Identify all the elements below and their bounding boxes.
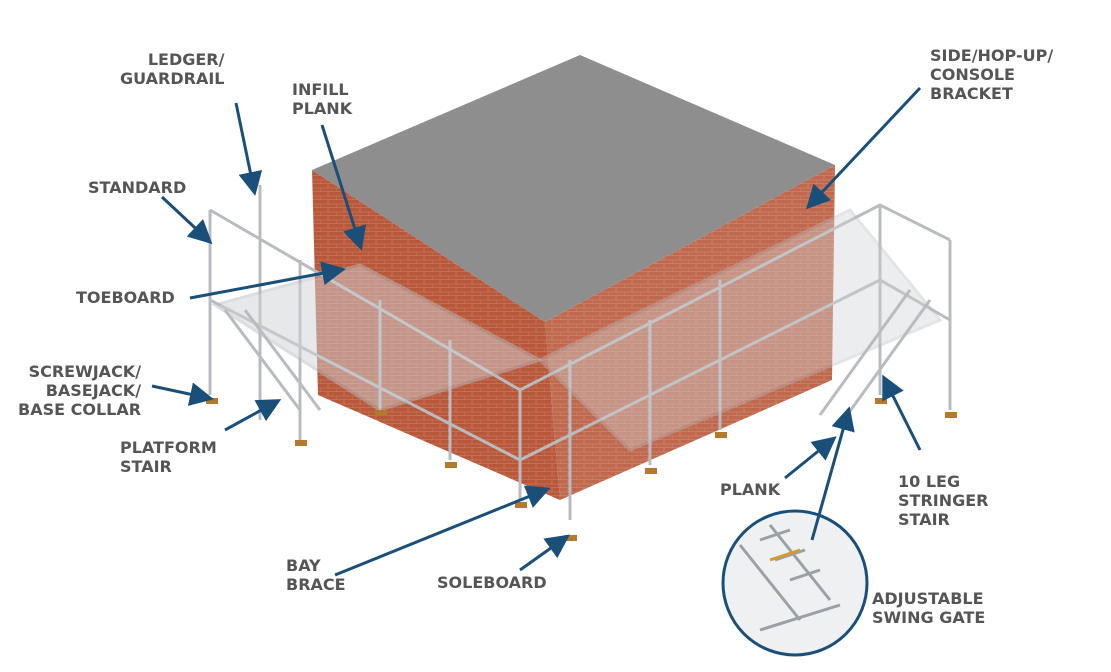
label-toeboard: TOEBOARD (76, 288, 175, 307)
callout-arrows (151, 86, 922, 577)
arrow-ledger (234, 102, 263, 196)
arrow-toeboard (189, 261, 346, 300)
arrow-stringer (882, 374, 922, 451)
arrow-bracket (805, 86, 922, 210)
label-plank: PLANK (720, 480, 781, 499)
arrow-bay-brace (334, 485, 551, 577)
arrow-plank (784, 436, 837, 480)
label-screwjack: SCREWJACK/ BASEJACK/ BASE COLLAR (18, 362, 142, 419)
scaffold (208, 185, 952, 520)
label-bay-brace: BAY BRACE (286, 556, 346, 594)
arrow-screwjack (151, 382, 214, 406)
label-ledger-guardrail: LEDGER/ GUARDRAIL (120, 50, 225, 88)
label-stringer-stair: 10 LEG STRINGER STAIR (898, 472, 989, 529)
brick-right-face (545, 165, 835, 500)
label-standard: STANDARD (88, 178, 187, 197)
label-swing-gate: ADJUSTABLE SWING GATE (872, 589, 986, 627)
label-platform-stair: PLATFORM STAIR (120, 438, 217, 476)
arrow-soleboard (519, 534, 570, 572)
swing-gate-detail (721, 509, 869, 657)
label-bracket: SIDE/HOP-UP/ CONSOLE BRACKET (930, 46, 1054, 103)
roof (312, 55, 835, 322)
arrow-platform-stair (224, 399, 282, 432)
arrow-standard (160, 195, 213, 245)
arrow-infill (320, 124, 367, 251)
label-soleboard: SOLEBOARD (437, 573, 547, 592)
arrow-swing-gate (810, 406, 855, 541)
label-infill-plank: INFILL PLANK (292, 80, 353, 118)
